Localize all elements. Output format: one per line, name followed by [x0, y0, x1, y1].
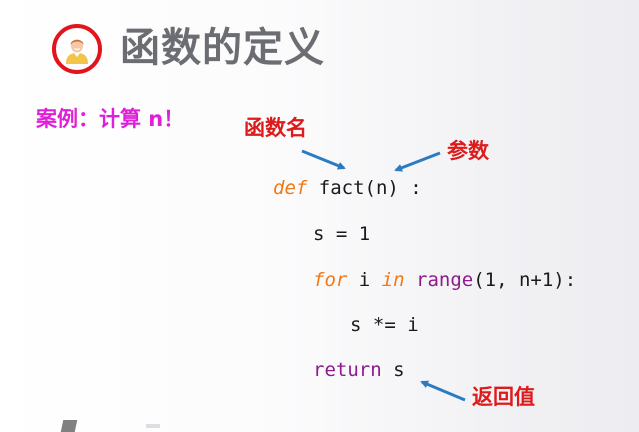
annotation-function-name: 函数名 [244, 116, 307, 140]
code-line-assign: s = 1 [313, 223, 371, 245]
code-text: i [347, 269, 382, 291]
builtin-range: range [416, 269, 474, 291]
user-avatar-icon [66, 39, 88, 64]
keyword-in: in [381, 269, 405, 291]
arrow-to-parameter [394, 151, 441, 172]
code-line-for: for i in range(1, n+1): [313, 268, 576, 292]
code-line-return: return s [313, 358, 405, 382]
arrow-to-function-name [301, 149, 346, 170]
page-title: 函数的定义 [120, 25, 325, 71]
code-text: fact(n) : [307, 177, 422, 199]
annotation-return-value: 返回值 [472, 385, 535, 409]
keyword-return: return [313, 359, 382, 381]
annotation-parameter: 参数 [447, 139, 489, 163]
decorative-shape [60, 420, 78, 432]
code-line-def: def fact(n) : [273, 176, 422, 200]
decorative-shape [146, 424, 160, 428]
code-text [405, 269, 416, 291]
avatar-badge [52, 24, 102, 74]
arrow-to-return-value [420, 380, 466, 402]
code-line-multiply: s *= i [350, 314, 419, 336]
example-label: 案例：计算 n！ [36, 107, 185, 131]
code-text: s [381, 359, 405, 381]
keyword-def: def [273, 177, 308, 199]
keyword-for: for [313, 269, 348, 291]
code-text: (1, n+1): [473, 269, 577, 291]
